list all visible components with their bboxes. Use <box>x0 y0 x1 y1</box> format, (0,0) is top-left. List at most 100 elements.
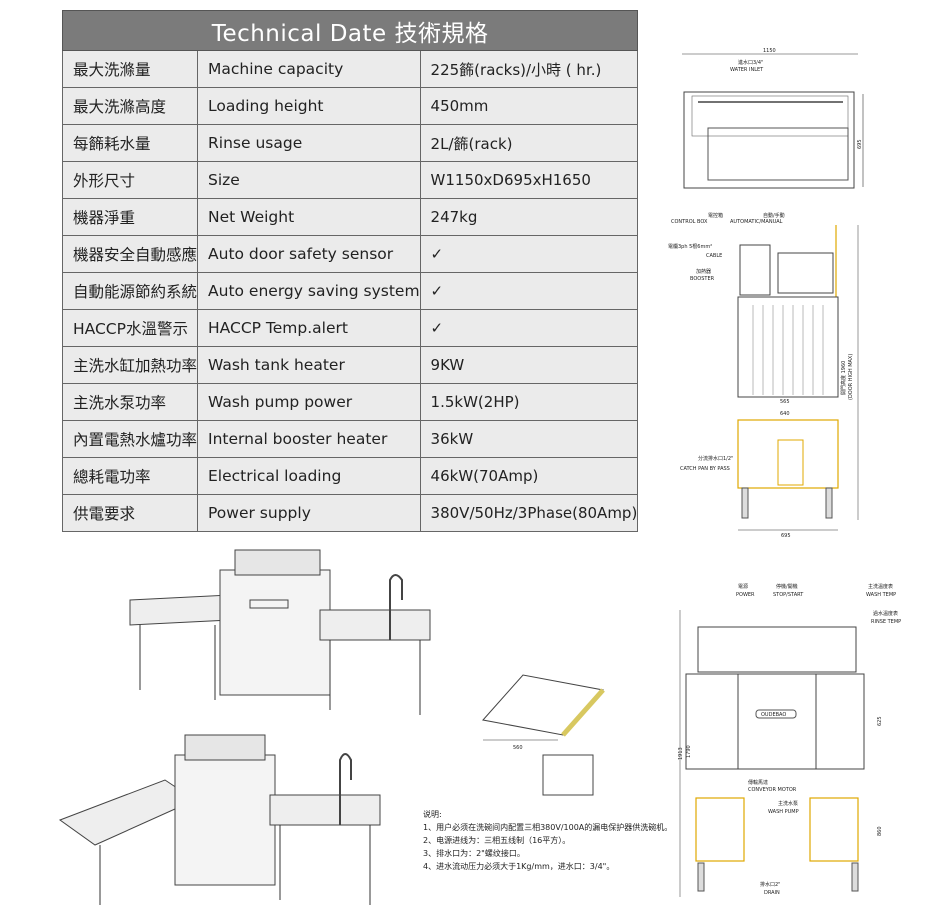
spec-label-en: Auto energy saving system <box>197 272 421 310</box>
cable-label: CABLE <box>706 253 722 259</box>
note-item: 2、电源进线为：三相五线制（16平方）。 <box>423 836 571 845</box>
note-item: 3、排水口为：2"螺纹接口。 <box>423 849 525 858</box>
rack-dimension: 560 <box>513 745 523 751</box>
top-view-drawing: 1150 進水口3/4" WATER INLET 695 <box>682 48 864 189</box>
spec-value: 225籂(racks)/小時 ( hr.) <box>419 50 639 88</box>
control-box-zh-label: 電控箱 <box>708 212 723 219</box>
dishwasher-straight-layout-illustration <box>129 549 431 715</box>
dimension-640: 640 <box>780 411 790 417</box>
wash-pump-label: WASH PUMP <box>768 809 799 815</box>
spec-label-en: Rinse usage <box>197 124 421 162</box>
notes-title: 说明: <box>423 810 442 819</box>
spec-label-zh: 主洗水泵功率 <box>61 383 199 421</box>
water-inlet-zh-label: 進水口3/4" <box>738 59 763 66</box>
note-item: 4、进水流动压力必须大于1Kg/mm，进水口：3/4"。 <box>423 862 615 871</box>
rack-detail-drawing: 560 <box>482 674 605 796</box>
dimension-1790: 1790 <box>686 745 692 758</box>
conveyor-zh-label: 傳輸馬達 <box>748 779 768 786</box>
spec-label-en: Power supply <box>197 494 421 532</box>
spec-value: ✓ <box>419 272 639 310</box>
spec-label-zh: HACCP水溫警示 <box>61 309 199 347</box>
installation-notes: 说明: 1、用户必须在洗碗间内配置三相380V/100A的漏电保护器供洗碗机。 … <box>423 808 672 873</box>
dimension-860: 860 <box>877 826 883 836</box>
auto-manual-label: AUTOMATIC/MANUAL <box>730 219 783 225</box>
spec-label-zh: 供電要求 <box>61 494 199 532</box>
door-high-zh-label: 開門高度 1960 <box>840 361 847 395</box>
booster-zh-label: 加熱器 <box>696 268 711 275</box>
width-dimension: 1150 <box>763 48 776 54</box>
spec-label-en: Wash pump power <box>197 383 421 421</box>
catch-pan-label: CATCH PAN BY PASS <box>680 466 730 472</box>
table-title: Technical Date 技術規格 <box>61 10 639 51</box>
auto-manual-zh-label: 自動/手動 <box>763 212 785 219</box>
power-zh-label: 電源 <box>738 583 748 590</box>
spec-label-zh: 最大洗滌量 <box>61 50 199 88</box>
conveyor-label: CONVEYOR MOTOR <box>748 787 797 793</box>
wash-temp-zh-label: 主洗溫度表 <box>868 583 893 590</box>
spec-label-en: Auto door safety sensor <box>197 235 421 273</box>
spec-label-en: Electrical loading <box>197 457 421 495</box>
stop-start-zh-label: 停機/開機 <box>776 583 798 590</box>
water-inlet-label: WATER INLET <box>730 67 764 73</box>
spec-label-en: Wash tank heater <box>197 346 421 384</box>
drain-label: DRAIN <box>764 890 780 896</box>
rinse-temp-zh-label: 過水溫度表 <box>873 610 898 617</box>
spec-label-zh: 自動能源節約系統 <box>61 272 199 310</box>
side-view-drawing: 電控箱 CONTROL BOX 自動/手動 AUTOMATIC/MANUAL 電… <box>668 212 859 539</box>
dimension-625: 625 <box>877 716 883 726</box>
spec-value: 9KW <box>419 346 639 384</box>
spec-value: 450mm <box>419 87 639 125</box>
dimension-695: 695 <box>781 533 791 539</box>
spec-label-en: Loading height <box>197 87 421 125</box>
drain-zh-label: 排水口2" <box>760 881 780 888</box>
spec-value: W1150xD695xH1650 <box>419 161 639 199</box>
front-view-drawing: 電源 POWER 停機/開機 STOP/START 主洗溫度表 WASH TEM… <box>678 583 901 897</box>
spec-value: 380V/50Hz/3Phase(80Amp) <box>419 494 639 532</box>
spec-label-en: Machine capacity <box>197 50 421 88</box>
spec-label-zh: 最大洗滌高度 <box>61 87 199 125</box>
rinse-temp-label: RINSE TEMP <box>871 619 901 625</box>
wash-temp-label: WASH TEMP <box>866 592 896 598</box>
cable-zh-label: 電纜3ph 5根6mm² <box>668 243 712 250</box>
note-item: 1、用户必须在洗碗间内配置三相380V/100A的漏电保护器供洗碗机。 <box>423 823 673 832</box>
spec-label-en: Size <box>197 161 421 199</box>
stop-start-label: STOP/START <box>773 592 804 598</box>
dimension-1913: 1913 <box>678 747 684 760</box>
catch-pan-zh-label: 分流排水口1/2" <box>698 455 733 462</box>
spec-value: 46kW(70Amp) <box>419 457 639 495</box>
spec-label-zh: 機器淨重 <box>61 198 199 236</box>
depth-dimension: 695 <box>857 139 863 149</box>
spec-value: ✓ <box>419 309 639 347</box>
dimension-565: 565 <box>780 399 790 405</box>
spec-label-en: Internal booster heater <box>197 420 421 458</box>
door-high-label: (DOOR HIGH MAX) <box>848 354 854 400</box>
booster-label: BOOSTER <box>690 276 715 282</box>
spec-label-zh: 機器安全自動感應 <box>61 235 199 273</box>
spec-value: 36kW <box>419 420 639 458</box>
spec-label-zh: 內置電熱水爐功率 <box>61 420 199 458</box>
control-box-label: CONTROL BOX <box>671 219 708 225</box>
spec-value: 1.5kW(2HP) <box>419 383 639 421</box>
brand-logo-text: OUDEBAO <box>761 712 786 718</box>
spec-value: 247kg <box>419 198 639 236</box>
wash-pump-zh-label: 主洗水泵 <box>778 800 798 807</box>
spec-label-en: HACCP Temp.alert <box>197 309 421 347</box>
spec-value: 2L/籂(rack) <box>419 124 639 162</box>
spec-label-zh: 總耗電功率 <box>61 457 199 495</box>
dishwasher-corner-layout-illustration <box>58 734 381 905</box>
spec-label-zh: 外形尺寸 <box>61 161 199 199</box>
